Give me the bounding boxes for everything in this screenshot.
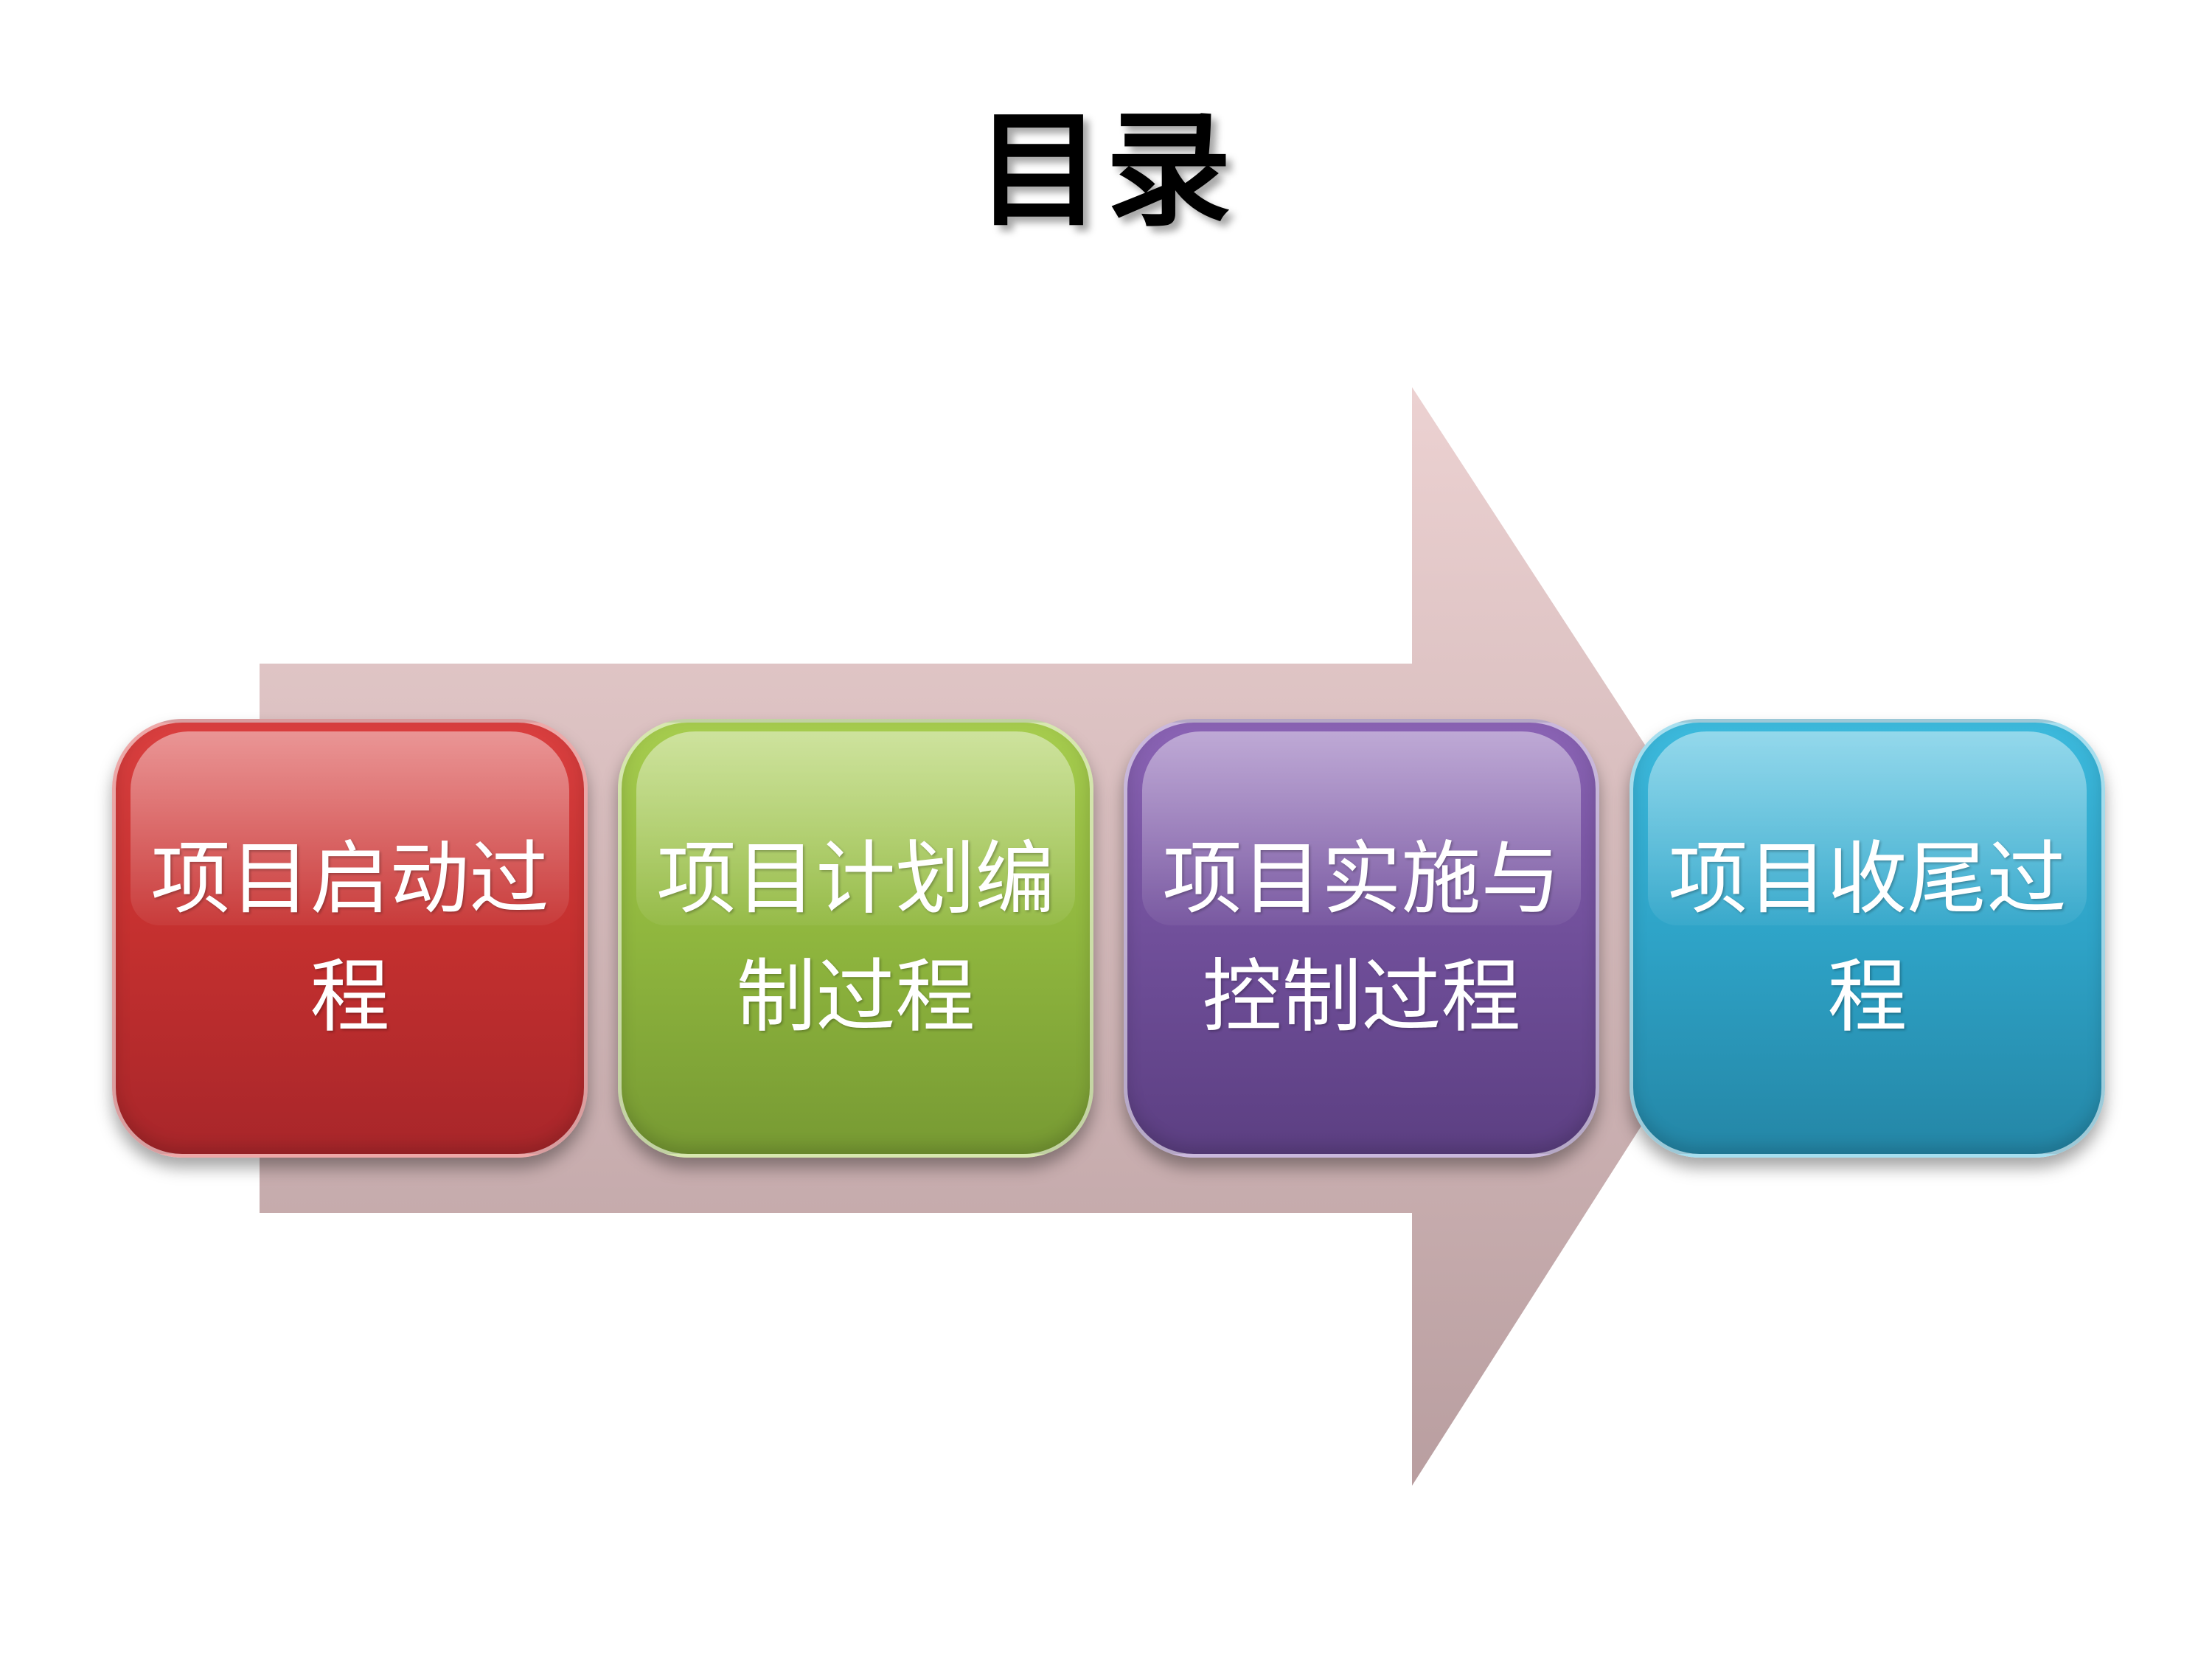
step-label-closing: 项目收尾过程 — [1668, 832, 2067, 1043]
step-label-planning: 项目计划编制过程 — [656, 832, 1055, 1043]
step-box-planning[interactable]: 项目计划编制过程 — [618, 719, 1093, 1158]
step-box-closing[interactable]: 项目收尾过程 — [1630, 719, 2105, 1158]
step-label-execution-control: 项目实施与控制过程 — [1162, 832, 1561, 1043]
page-title: 目录 — [975, 98, 1236, 244]
step-box-execution-control[interactable]: 项目实施与控制过程 — [1124, 719, 1599, 1158]
step-box-initiation[interactable]: 项目启动过程 — [112, 719, 588, 1158]
step-label-initiation: 项目启动过程 — [150, 832, 549, 1043]
